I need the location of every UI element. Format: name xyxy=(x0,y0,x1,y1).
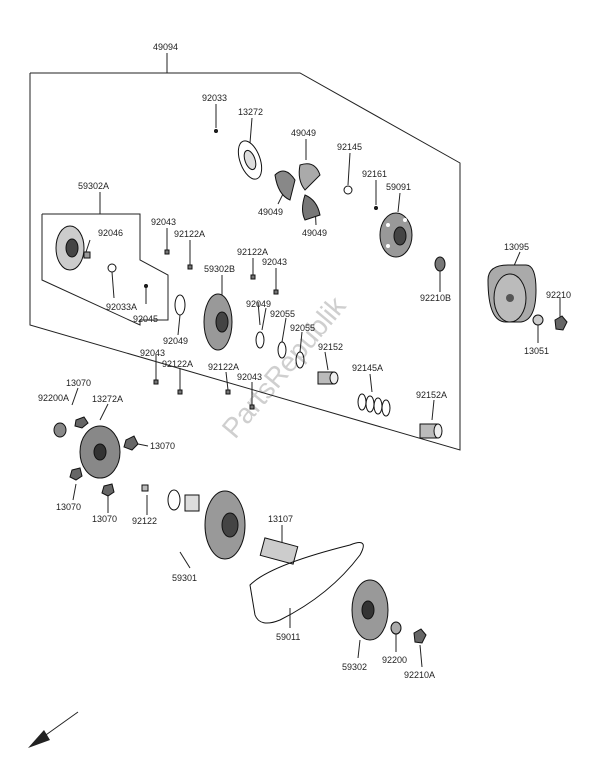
part-59301-driven-pulley[interactable] xyxy=(167,489,246,560)
part-92122A-pin-a[interactable] xyxy=(187,264,193,270)
part-13070-slider-b[interactable] xyxy=(123,435,139,451)
label-92122A-c[interactable]: 92122A xyxy=(162,359,193,369)
part-92161-pin[interactable] xyxy=(374,206,378,210)
label-59302B[interactable]: 59302B xyxy=(204,264,235,274)
part-13051-bushing[interactable] xyxy=(532,314,544,326)
label-92152A[interactable]: 92152A xyxy=(416,390,447,400)
part-92043-pin-c[interactable] xyxy=(153,379,159,385)
part-92033-pin[interactable] xyxy=(214,129,218,133)
part-labels: 49094 92033 13272 49049 92145 92161 5909… xyxy=(38,42,571,680)
label-92145A[interactable]: 92145A xyxy=(352,363,383,373)
part-13272A-ramp-plate[interactable] xyxy=(79,425,121,479)
label-92152[interactable]: 92152 xyxy=(318,342,343,352)
part-92055-oring-b[interactable] xyxy=(295,351,305,369)
part-92122A-pin-c[interactable] xyxy=(177,389,183,395)
part-92043-pin-d[interactable] xyxy=(249,404,255,410)
label-59301[interactable]: 59301 xyxy=(172,573,197,583)
part-92210A-nut[interactable] xyxy=(413,628,427,644)
part-13070-slider-a[interactable] xyxy=(74,416,89,429)
label-92210[interactable]: 92210 xyxy=(546,290,571,300)
subassembly-outline xyxy=(41,213,169,326)
part-13070-slider-c[interactable] xyxy=(69,467,83,481)
part-13095-clutch-housing[interactable] xyxy=(487,264,537,323)
part-92145A-spring[interactable] xyxy=(357,393,391,417)
part-13107-sleeve[interactable] xyxy=(259,537,299,565)
label-13051[interactable]: 13051 xyxy=(524,346,549,356)
part-92043-pin-a[interactable] xyxy=(164,249,170,255)
part-92049-oring-a[interactable] xyxy=(174,294,186,316)
part-13272-plate[interactable] xyxy=(234,138,266,182)
label-13107[interactable]: 13107 xyxy=(268,514,293,524)
label-92122A-b[interactable]: 92122A xyxy=(237,247,268,257)
part-92122A-pin-d[interactable] xyxy=(225,389,231,395)
part-59302A-face-plate[interactable] xyxy=(55,225,85,271)
part-59011-belt[interactable] xyxy=(249,542,364,624)
part-92046-bushing[interactable] xyxy=(83,251,91,259)
label-59011[interactable]: 59011 xyxy=(276,632,300,642)
label-92049-b[interactable]: 92049 xyxy=(246,299,271,309)
label-92043-b[interactable]: 92043 xyxy=(262,257,287,267)
part-92210-nut[interactable] xyxy=(554,315,568,331)
label-92055-a[interactable]: 92055 xyxy=(270,309,295,319)
part-92152A-collar[interactable] xyxy=(419,423,443,439)
part-92152-collar[interactable] xyxy=(317,371,339,385)
label-92122A-d[interactable]: 92122A xyxy=(208,362,239,372)
part-92045-pin[interactable] xyxy=(144,284,148,288)
label-92043-d[interactable]: 92043 xyxy=(237,372,262,382)
part-92049-oring-b[interactable] xyxy=(255,331,265,349)
part-59302B-pulley[interactable] xyxy=(203,293,233,351)
label-92043-c[interactable]: 92043 xyxy=(140,348,165,358)
part-92122-pin[interactable] xyxy=(141,484,149,492)
part-59302-drive-face[interactable] xyxy=(351,579,389,641)
assembly-outline xyxy=(29,72,461,451)
part-92033A-pin[interactable] xyxy=(107,263,117,273)
label-49049-c[interactable]: 49049 xyxy=(302,228,327,238)
label-59302A[interactable]: 59302A xyxy=(78,181,109,191)
label-92045[interactable]: 92045 xyxy=(133,314,158,324)
label-92200A[interactable]: 92200A xyxy=(38,393,69,403)
label-92033[interactable]: 92033 xyxy=(202,93,227,103)
direction-arrow-icon xyxy=(28,711,79,748)
label-49049-b[interactable]: 49049 xyxy=(258,207,283,217)
label-49049-a[interactable]: 49049 xyxy=(291,128,316,138)
part-92122A-pin-b[interactable] xyxy=(250,274,256,280)
label-92161[interactable]: 92161 xyxy=(362,169,387,179)
label-13272[interactable]: 13272 xyxy=(238,107,263,117)
label-92145[interactable]: 92145 xyxy=(337,142,362,152)
label-13070-c[interactable]: 13070 xyxy=(56,502,81,512)
label-49094[interactable]: 49094 xyxy=(153,42,178,52)
label-92200[interactable]: 92200 xyxy=(382,655,407,665)
part-92055-oring-a[interactable] xyxy=(277,341,287,359)
label-92033A[interactable]: 92033A xyxy=(106,302,137,312)
label-92046[interactable]: 92046 xyxy=(98,228,123,238)
part-92043-pin-b[interactable] xyxy=(273,289,279,295)
label-92049-a[interactable]: 92049 xyxy=(163,336,188,346)
label-92055-b[interactable]: 92055 xyxy=(290,323,315,333)
label-13070-b[interactable]: 13070 xyxy=(150,441,175,451)
label-13070-d[interactable]: 13070 xyxy=(92,514,117,524)
part-49049-shoes[interactable] xyxy=(274,163,321,221)
label-13272A[interactable]: 13272A xyxy=(92,394,123,404)
label-13070-a[interactable]: 13070 xyxy=(66,378,91,388)
part-92145-spring[interactable] xyxy=(343,185,353,195)
label-92210B[interactable]: 92210B xyxy=(420,293,451,303)
part-59091-drive-plate[interactable] xyxy=(379,212,413,258)
part-92200-washer[interactable] xyxy=(390,621,402,635)
part-13070-slider-d[interactable] xyxy=(101,483,115,497)
label-13095[interactable]: 13095 xyxy=(504,242,529,252)
label-59091[interactable]: 59091 xyxy=(386,182,411,192)
label-92043-a[interactable]: 92043 xyxy=(151,217,176,227)
label-59302[interactable]: 59302 xyxy=(342,662,367,672)
label-92210A[interactable]: 92210A xyxy=(404,670,435,680)
leader-lines xyxy=(71,53,561,668)
label-92122A-a[interactable]: 92122A xyxy=(174,229,205,239)
label-92122[interactable]: 92122 xyxy=(132,516,157,526)
part-92200A-washer[interactable] xyxy=(53,422,67,438)
part-92210B-seal[interactable] xyxy=(434,256,446,272)
